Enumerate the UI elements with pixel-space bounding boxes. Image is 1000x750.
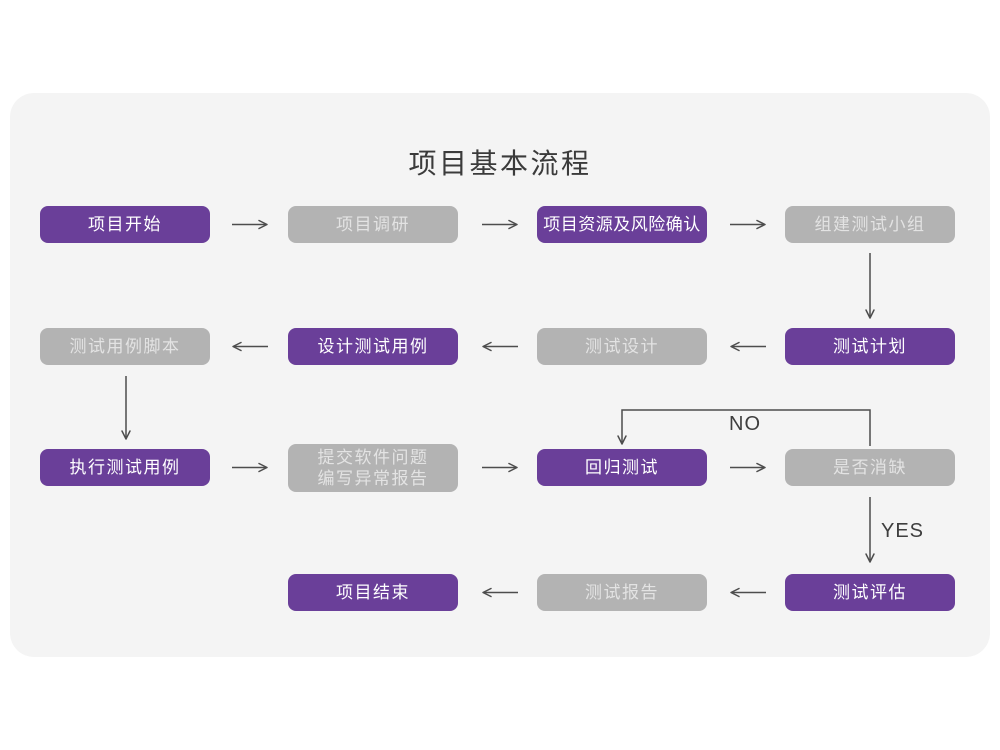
branch-label-no: NO (729, 413, 761, 435)
node-project-research: 项目调研 (288, 206, 458, 243)
page-title: 项目基本流程 (408, 148, 592, 179)
node-build-test-team: 组建测试小组 (785, 206, 955, 243)
node-project-start: 项目开始 (40, 206, 210, 243)
flowchart-card (10, 93, 990, 657)
node-test-report: 测试报告 (537, 574, 707, 611)
node-project-end: 项目结束 (288, 574, 458, 611)
node-defect-cleared-check: 是否消缺 (785, 449, 955, 486)
branch-label-yes: YES (881, 520, 925, 542)
node-submit-issue-report: 提交软件问题 编写异常报告 (288, 444, 458, 492)
node-test-case-scripts: 测试用例脚本 (40, 328, 210, 365)
node-execute-test-cases: 执行测试用例 (40, 449, 210, 486)
node-test-design: 测试设计 (537, 328, 707, 365)
node-regression-test: 回归测试 (537, 449, 707, 486)
node-test-plan: 测试计划 (785, 328, 955, 365)
node-test-evaluation: 测试评估 (785, 574, 955, 611)
node-resource-risk-confirm: 项目资源及风险确认 (537, 206, 707, 243)
node-design-test-cases: 设计测试用例 (288, 328, 458, 365)
